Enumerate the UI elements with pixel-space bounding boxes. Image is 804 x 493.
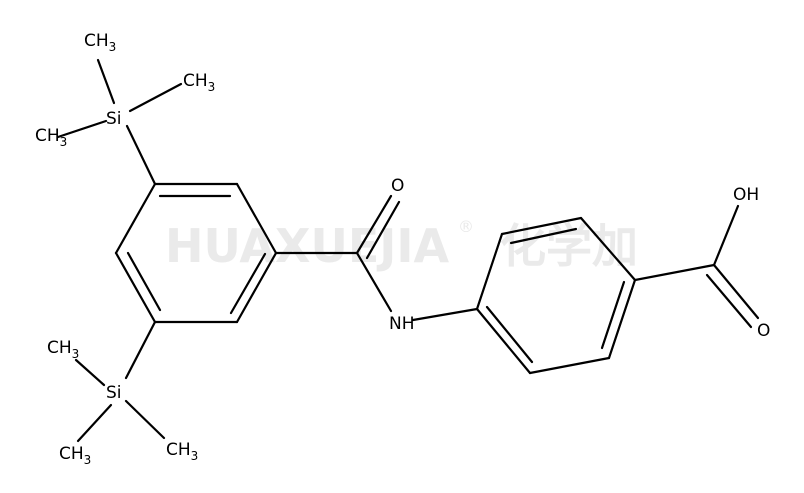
methyl-label: CH3 <box>35 126 67 149</box>
amide-nh: NH <box>389 314 415 334</box>
watermark-registered-mark: ® <box>458 217 474 236</box>
silicon-atom-bottom: Si <box>106 383 122 403</box>
methyl-label: CH3 <box>84 31 116 54</box>
trimethylsilyl-top: Si CH3 CH3 CH3 <box>35 31 215 186</box>
carboxylic-acid-group: OH O <box>633 185 770 341</box>
acid-carbonyl-oxygen: O <box>757 321 770 341</box>
methyl-label: CH3 <box>166 440 198 463</box>
methyl-label: CH3 <box>59 444 91 467</box>
amide-group: O NH <box>274 176 479 334</box>
hydroxyl-oh: OH <box>733 185 759 205</box>
left-benzene-ring <box>114 182 278 324</box>
watermark-brand: HUAXUEJIA <box>165 219 450 273</box>
carbonyl-oxygen: O <box>391 176 404 196</box>
silicon-atom-top: Si <box>106 109 122 129</box>
watermark-cjk: 化学加 <box>500 219 638 273</box>
methyl-label: CH3 <box>47 338 79 361</box>
watermark: HUAXUEJIA ® 化学加 <box>165 217 638 273</box>
trimethylsilyl-bottom: Si CH3 CH3 CH3 <box>47 320 198 467</box>
right-benzene-ring <box>475 216 637 375</box>
methyl-label: CH3 <box>183 71 215 94</box>
